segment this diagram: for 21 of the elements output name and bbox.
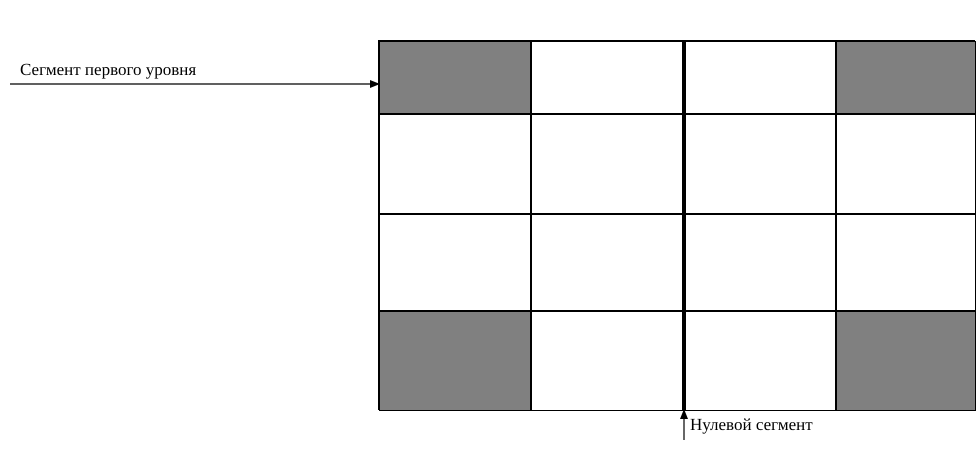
grid-cell — [836, 214, 976, 311]
shaded-cell — [379, 311, 531, 411]
shaded-cell — [379, 41, 531, 114]
shaded-cell — [836, 41, 976, 114]
grid-cell — [531, 214, 684, 311]
grid-cell — [379, 114, 531, 214]
shaded-cell — [836, 311, 976, 411]
grid-cell — [684, 41, 836, 114]
grid-cell — [531, 41, 684, 114]
grid-cell — [684, 311, 836, 411]
leader-line — [10, 80, 380, 88]
grid-cell — [531, 114, 684, 214]
grid-cell — [836, 114, 976, 214]
callout-text: Нулевой сегмент — [690, 415, 813, 435]
grid-cell — [684, 114, 836, 214]
leader-line — [680, 409, 688, 440]
grid-cell — [531, 311, 684, 411]
grid-cell — [684, 214, 836, 311]
grid — [378, 40, 975, 410]
grid-cell — [379, 214, 531, 311]
callout-text: Сегмент первого уровня — [20, 60, 196, 80]
